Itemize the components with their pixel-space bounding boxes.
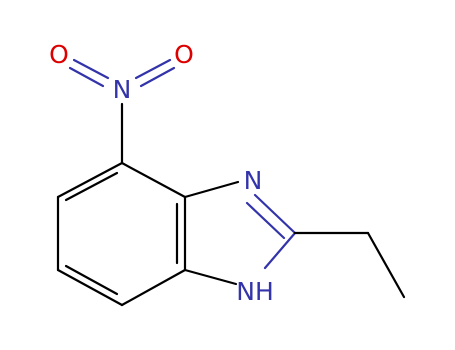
bond-nitro-n-o-right-b xyxy=(139,66,176,88)
bond-ch2-ch3 xyxy=(366,231,406,299)
atom-label-nitro-o-left: O xyxy=(49,40,69,69)
bond-c4-c5-inner xyxy=(64,171,119,202)
atom-label-nitro-o-right: O xyxy=(174,40,194,69)
bond-n3-c2-inner xyxy=(245,201,286,240)
atom-label-nitro-n: N xyxy=(113,75,132,104)
bond-c6-c7 xyxy=(56,268,124,307)
bond-c6-c7-inner xyxy=(64,264,119,296)
bond-c7-c7a xyxy=(120,268,187,307)
bond-n1-c7a xyxy=(183,268,238,286)
bond-c4-c5 xyxy=(56,161,124,199)
bond-nitro-n-o-left xyxy=(72,58,110,80)
bond-nitro-n-o-left-b xyxy=(68,66,105,88)
bond-c2-n1 xyxy=(263,231,297,270)
bond-c3a-n3 xyxy=(183,180,240,199)
atom-label-imidazole-n3: N xyxy=(244,166,263,195)
bond-nitro-n-o-right xyxy=(134,58,172,80)
bond-n3-c2 xyxy=(253,193,297,235)
atom-label-imidazole-n1h: NH xyxy=(236,277,274,306)
bond-c3a-c4 xyxy=(120,161,187,199)
